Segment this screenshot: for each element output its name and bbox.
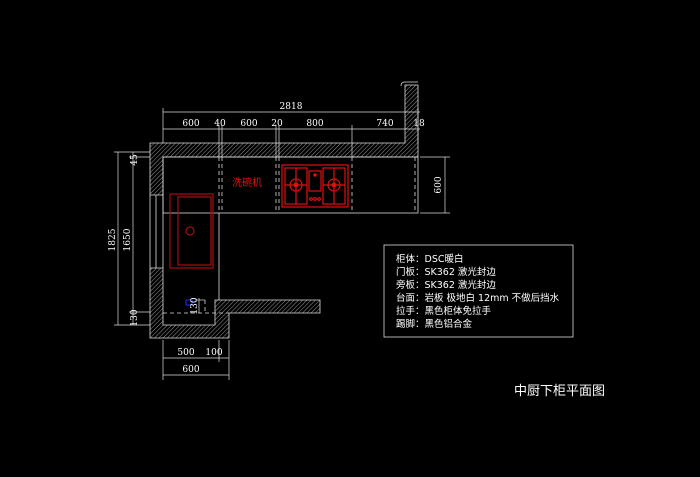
spec-notes: 柜体：DSC暖白 门板：SK362 激光封边 旁板：SK362 激光封边 台面：…: [383, 244, 574, 338]
dim-left-bottom: 130: [130, 309, 140, 326]
dim-left-top: 45: [130, 154, 140, 166]
sink: [169, 193, 214, 269]
dim-segment: 800: [306, 119, 323, 129]
dimension-lines: [114, 108, 450, 380]
dim-bottom-b: 100: [205, 348, 222, 358]
dim-segment: 40: [214, 119, 226, 129]
drawing-title: 中厨下柜平面图: [514, 384, 605, 399]
dim-bottom-total: 600: [182, 365, 199, 375]
note-line: 旁板：SK362 激光封边: [396, 279, 496, 291]
dim-inner-step: 130: [190, 297, 200, 314]
dim-segment: 600: [240, 119, 257, 129]
dim-left-total: 1825: [108, 228, 118, 251]
dim-segment: 18: [413, 119, 425, 129]
note-line: 门板：SK362 激光封边: [396, 266, 496, 278]
dim-segment: 600: [182, 119, 199, 129]
note-line: 柜体：DSC暖白: [396, 253, 463, 265]
cabinets: [162, 156, 419, 314]
drain-icon: [185, 299, 193, 306]
note-line: 拉手：黑色柜体免拉手: [396, 305, 492, 317]
note-line: 踢脚：黑色铝合金: [396, 318, 473, 330]
dim-right-depth: 600: [434, 176, 444, 193]
cooktop: [281, 164, 349, 208]
dim-bottom-a: 500: [177, 348, 194, 358]
dim-segment: 740: [376, 119, 393, 129]
dim-overall-width: 2818: [280, 102, 303, 112]
dishwasher-label: 洗碗机: [232, 176, 262, 189]
dim-left-inner: 1650: [123, 228, 133, 251]
dim-segment: 20: [271, 119, 283, 129]
note-line: 台面：岩板 极地白 12mm 不做后挡水: [396, 292, 560, 304]
